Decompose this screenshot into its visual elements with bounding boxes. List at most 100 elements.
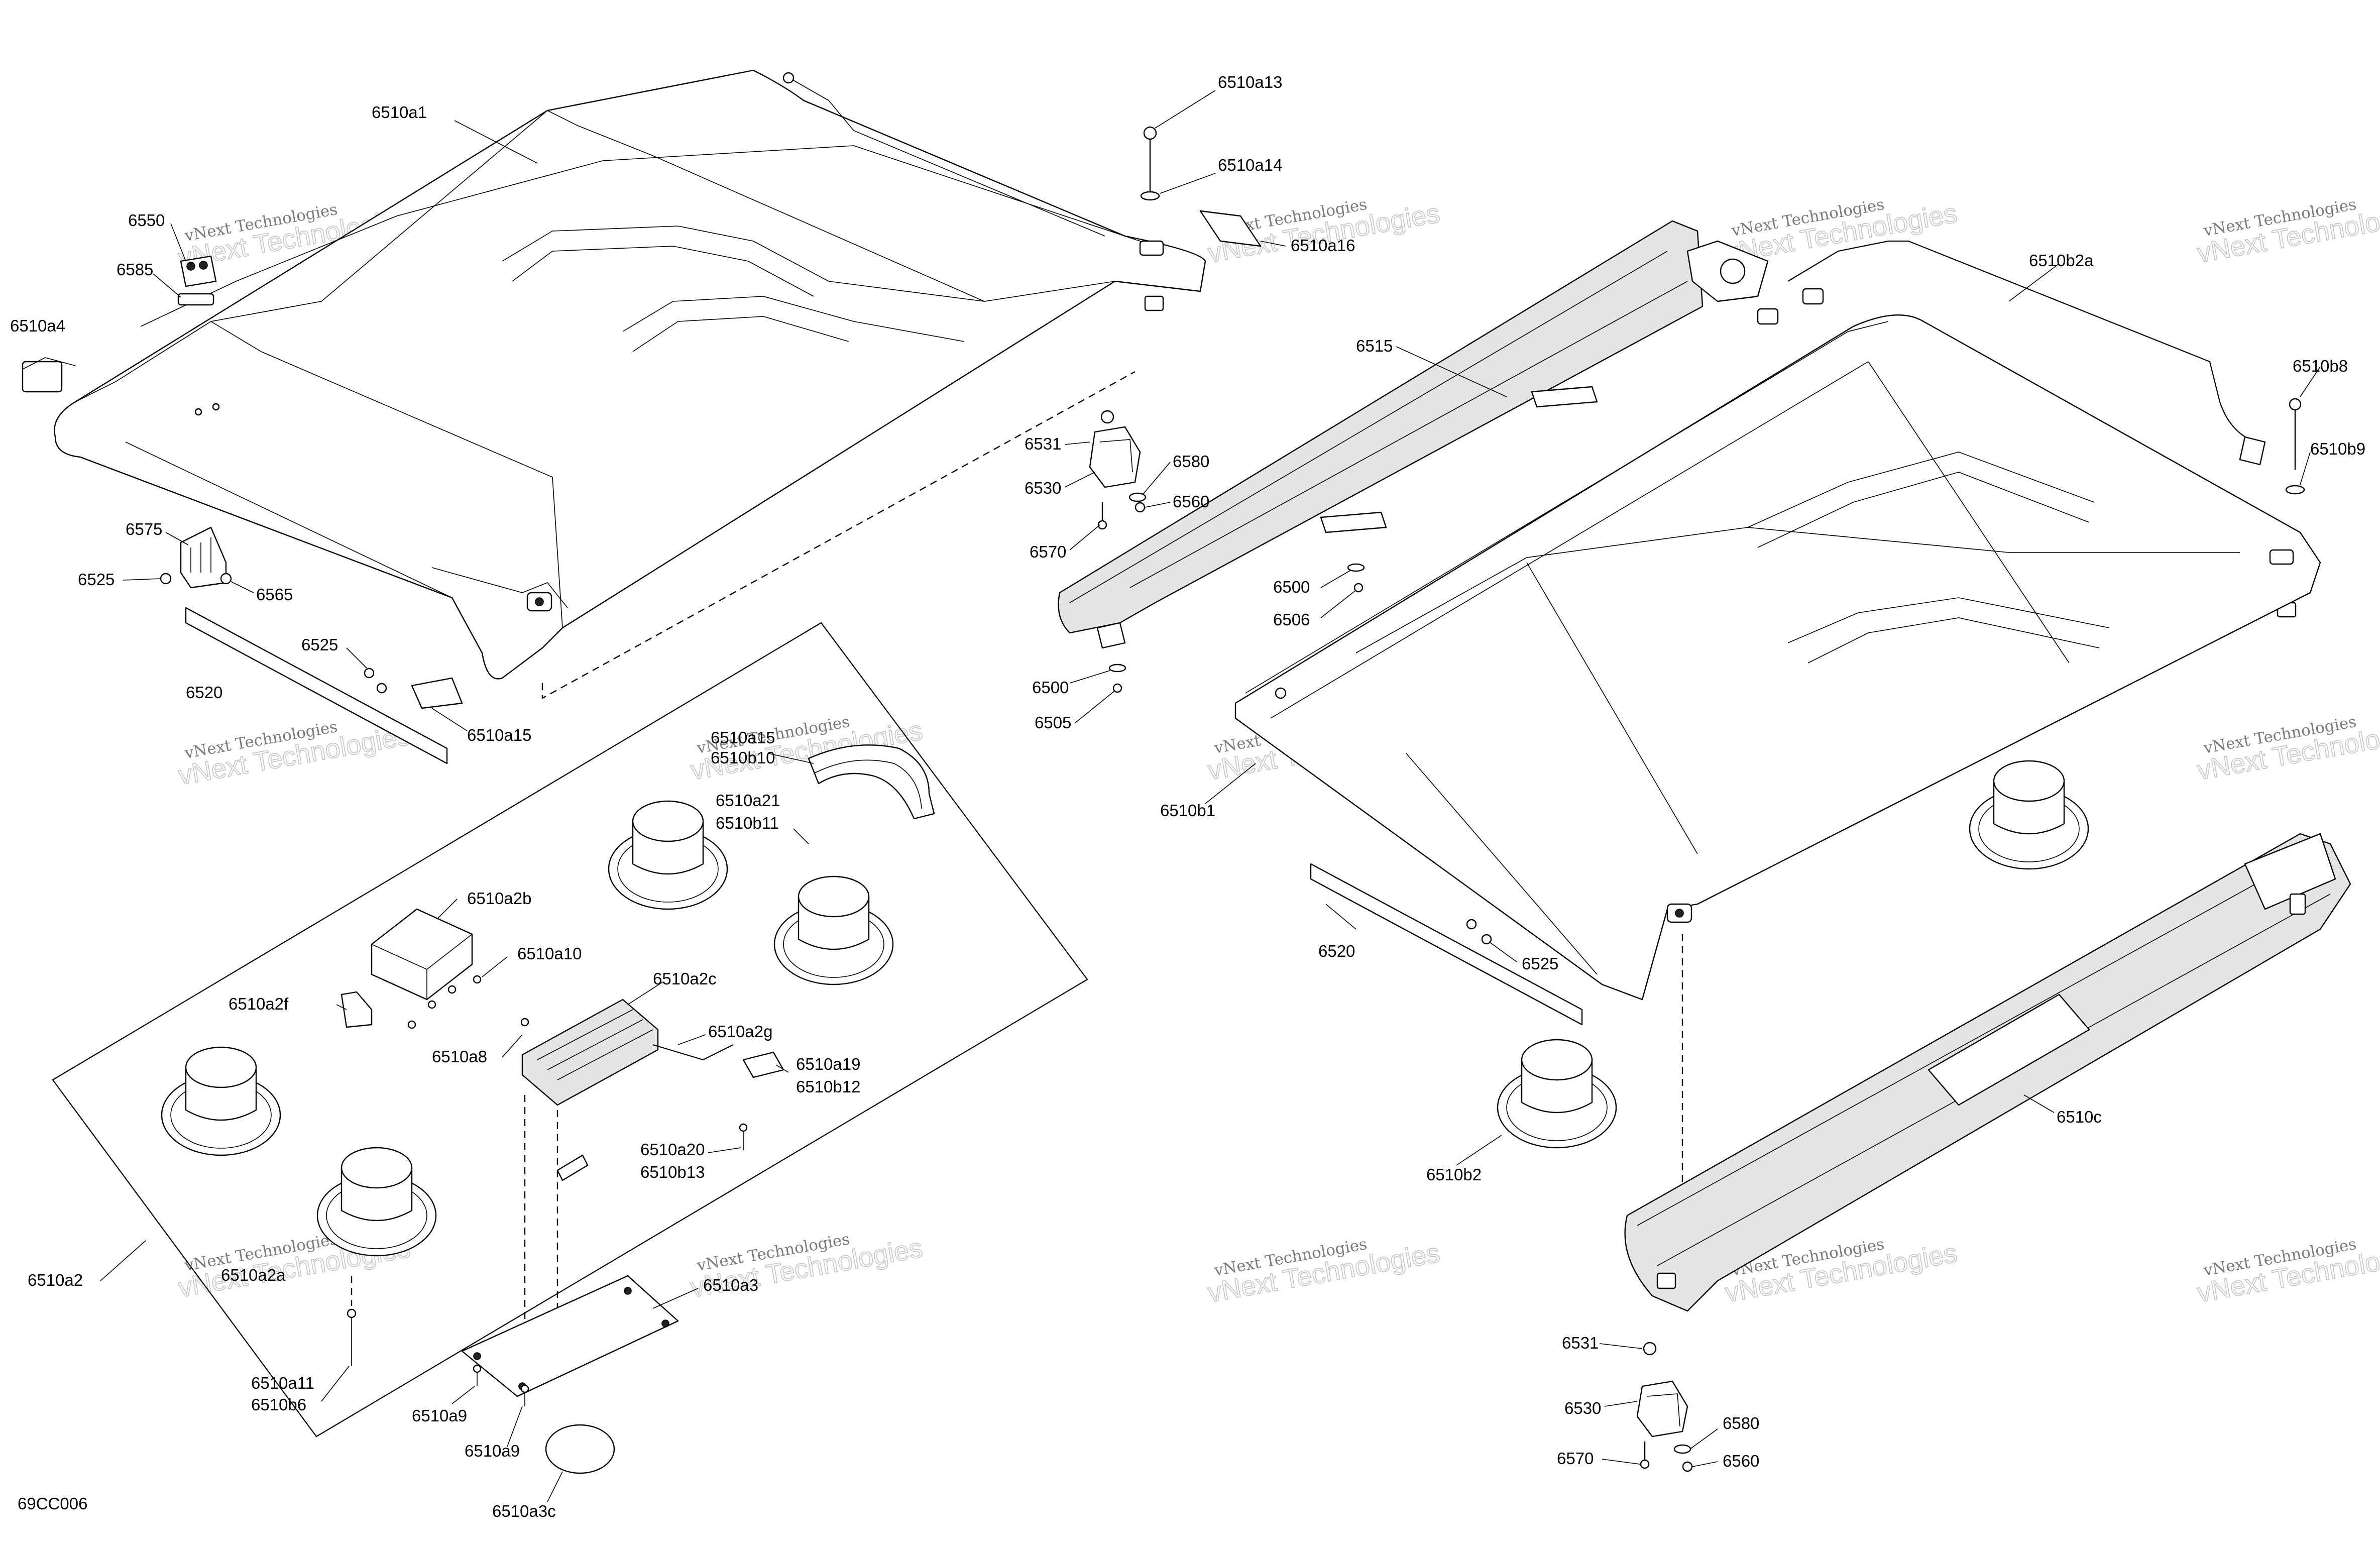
- callout-6531: 6531: [1025, 434, 1061, 453]
- roof-panel-left-shell: [54, 69, 1206, 680]
- speaker: [316, 1147, 437, 1257]
- callout-6510a15: 6510a15: [711, 728, 775, 747]
- speaker-cap: [185, 1046, 257, 1088]
- port: [2289, 893, 2306, 915]
- pad: [411, 677, 463, 709]
- screw-head: [347, 1308, 357, 1318]
- seal-strip: [185, 607, 448, 764]
- callout-6510a3: 6510a3: [703, 1276, 758, 1294]
- screw-head: [376, 683, 387, 694]
- callout-6510a2f: 6510a2f: [229, 995, 289, 1013]
- speaker-spacer-ring: [808, 744, 935, 820]
- washer: [2285, 485, 2305, 495]
- clip-bracket: [556, 1154, 589, 1181]
- callout-6531: 6531: [1562, 1334, 1599, 1352]
- callout-6505: 6505: [1035, 713, 1071, 732]
- alignment-line: [541, 371, 1136, 700]
- mount-bracket-upper: [1089, 410, 1147, 530]
- speaker-cap: [1993, 760, 2065, 802]
- screw-head: [364, 668, 375, 679]
- speaker-cap: [632, 800, 704, 842]
- washer: [1673, 1444, 1691, 1454]
- screw-head: [194, 408, 202, 416]
- speaker-right-lower: [1497, 1039, 1617, 1149]
- mount-bracket-lower: [1636, 1342, 1693, 1472]
- fasteners-left-roof: [22, 126, 1262, 764]
- callout-6510a9: 6510a9: [412, 1406, 467, 1425]
- end-cap-block: [22, 361, 63, 393]
- callout-6565: 6565: [256, 585, 293, 604]
- callout-6585: 6585: [117, 260, 153, 279]
- callout-6580: 6580: [1173, 452, 1209, 471]
- callout-6510a2: 6510a2: [28, 1271, 83, 1289]
- roll-bar-body: [1058, 220, 1704, 634]
- callout-6500: 6500: [1032, 678, 1069, 697]
- amp-harness: [652, 1044, 734, 1061]
- callout-6510b2a: 6510b2a: [2029, 251, 2094, 270]
- washer: [1347, 563, 1365, 572]
- nut: [1353, 583, 1364, 593]
- speaker-cap: [798, 875, 870, 918]
- speaker: [608, 800, 728, 910]
- callout-6510a4: 6510a4: [10, 316, 65, 335]
- control-button: [341, 991, 373, 1028]
- screw-head: [427, 1000, 436, 1009]
- screw-head: [520, 1384, 529, 1393]
- nut: [1112, 683, 1122, 693]
- washer: [1128, 492, 1147, 502]
- callout-6510b6: 6510b6: [251, 1395, 306, 1414]
- speaker-right-upper: [1969, 760, 2089, 870]
- amplifier: [521, 999, 659, 1106]
- callout-6510a20: 6510a20: [640, 1140, 705, 1159]
- callout-6510a16: 6510a16: [1291, 236, 1355, 255]
- watermark: vNext Technologies vNext Technologies: [2195, 713, 2380, 786]
- amp-mounting-plate: [461, 1275, 679, 1474]
- callout-6510a11: 6510a11: [251, 1374, 314, 1392]
- callout-6510a21: 6510a21: [716, 791, 780, 810]
- callout-6525: 6525: [1522, 954, 1558, 973]
- callout-6506: 6506: [1273, 610, 1310, 629]
- rear-speaker-console: [1624, 833, 2351, 1312]
- callout-labels: 6510a1 6510a13 6510a14 6510a16 6550 6585…: [10, 73, 2365, 1520]
- watermark: vNext Technologies vNext Technologies: [1205, 1235, 1442, 1308]
- connector: [2239, 436, 2266, 466]
- cap: [1643, 1342, 1657, 1356]
- nut: [160, 573, 172, 585]
- screw-head: [1481, 934, 1492, 945]
- audio-kit-frame: [52, 622, 1088, 1438]
- callout-6530: 6530: [1025, 479, 1061, 497]
- callout-6510a3c: 6510a3c: [492, 1502, 556, 1520]
- callout-6510b8: 6510b8: [2293, 357, 2348, 375]
- plug: [1757, 308, 1779, 325]
- bracket-body: [1636, 1380, 1688, 1438]
- foot: [1096, 622, 1126, 649]
- mount-bracket: [2269, 549, 2294, 565]
- bolt-head: [1640, 1459, 1650, 1469]
- callout-6575: 6575: [126, 520, 162, 538]
- callout-6510b11: 6510b11: [716, 814, 779, 832]
- connector-housing: [180, 526, 227, 589]
- mount-bracket: [1139, 240, 1164, 256]
- callout-6510a14: 6510a14: [1218, 156, 1282, 174]
- speaker-cap: [341, 1147, 413, 1189]
- callout-6510a13: 6510a13: [1218, 73, 1282, 91]
- callout-6525: 6525: [301, 635, 338, 654]
- nut: [1135, 502, 1146, 513]
- speaker-cable: [1757, 240, 2266, 466]
- callout-6520: 6520: [186, 683, 222, 702]
- console-recess: [1928, 993, 2090, 1106]
- callout-6580: 6580: [1723, 1414, 1759, 1432]
- callout-6530: 6530: [1564, 1399, 1601, 1417]
- bracket-body: [1089, 426, 1141, 488]
- roll-bar: [1058, 220, 1769, 649]
- mount-knob: [1720, 258, 1746, 284]
- callout-6510a9: 6510a9: [465, 1442, 520, 1460]
- screw-head: [447, 985, 457, 994]
- callout-6510a2g: 6510a2g: [708, 1022, 772, 1041]
- callout-6510a2a: 6510a2a: [221, 1266, 286, 1284]
- watermark: vNext Technologies vNext Technologies: [2195, 1235, 2380, 1308]
- mount-hole: [782, 72, 795, 84]
- washer: [1140, 191, 1160, 201]
- bolt-head: [1143, 126, 1157, 140]
